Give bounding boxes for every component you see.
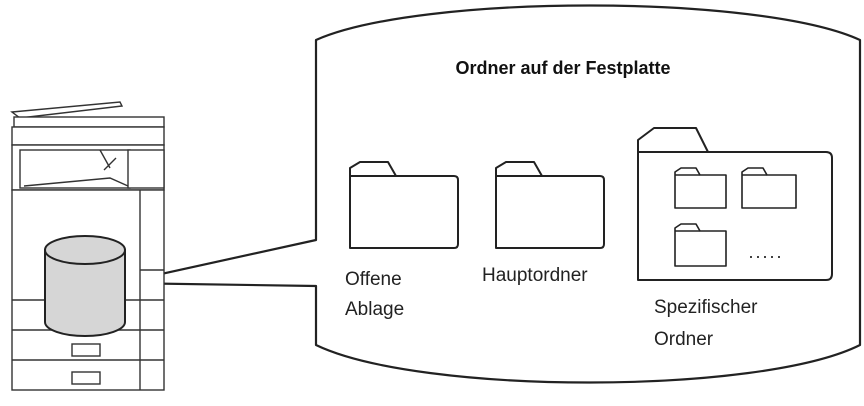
- subfolder-icon-2: [741, 167, 797, 209]
- subfolder-icon-3: [674, 223, 727, 267]
- folder-label-open-line1: Offene: [345, 269, 402, 290]
- more-folders-ellipsis: ·····: [748, 246, 783, 266]
- folder-label-custom-line2: Ordner: [654, 329, 714, 350]
- diagram-title: Ordner auf der Festplatte: [455, 58, 671, 78]
- subfolder-icon-1: [674, 167, 727, 209]
- folder-icon-main: [495, 161, 605, 249]
- folder-icon-open: [349, 161, 459, 249]
- folder-label-main: Hauptordner: [482, 265, 588, 286]
- folder-label-custom-line1: Spezifischer: [654, 297, 758, 318]
- folder-label-open-line2: Ablage: [345, 299, 405, 320]
- hard-disk-icon: [44, 235, 126, 337]
- storage-cylinder: [118, 4, 862, 384]
- printer-icon: [10, 101, 165, 391]
